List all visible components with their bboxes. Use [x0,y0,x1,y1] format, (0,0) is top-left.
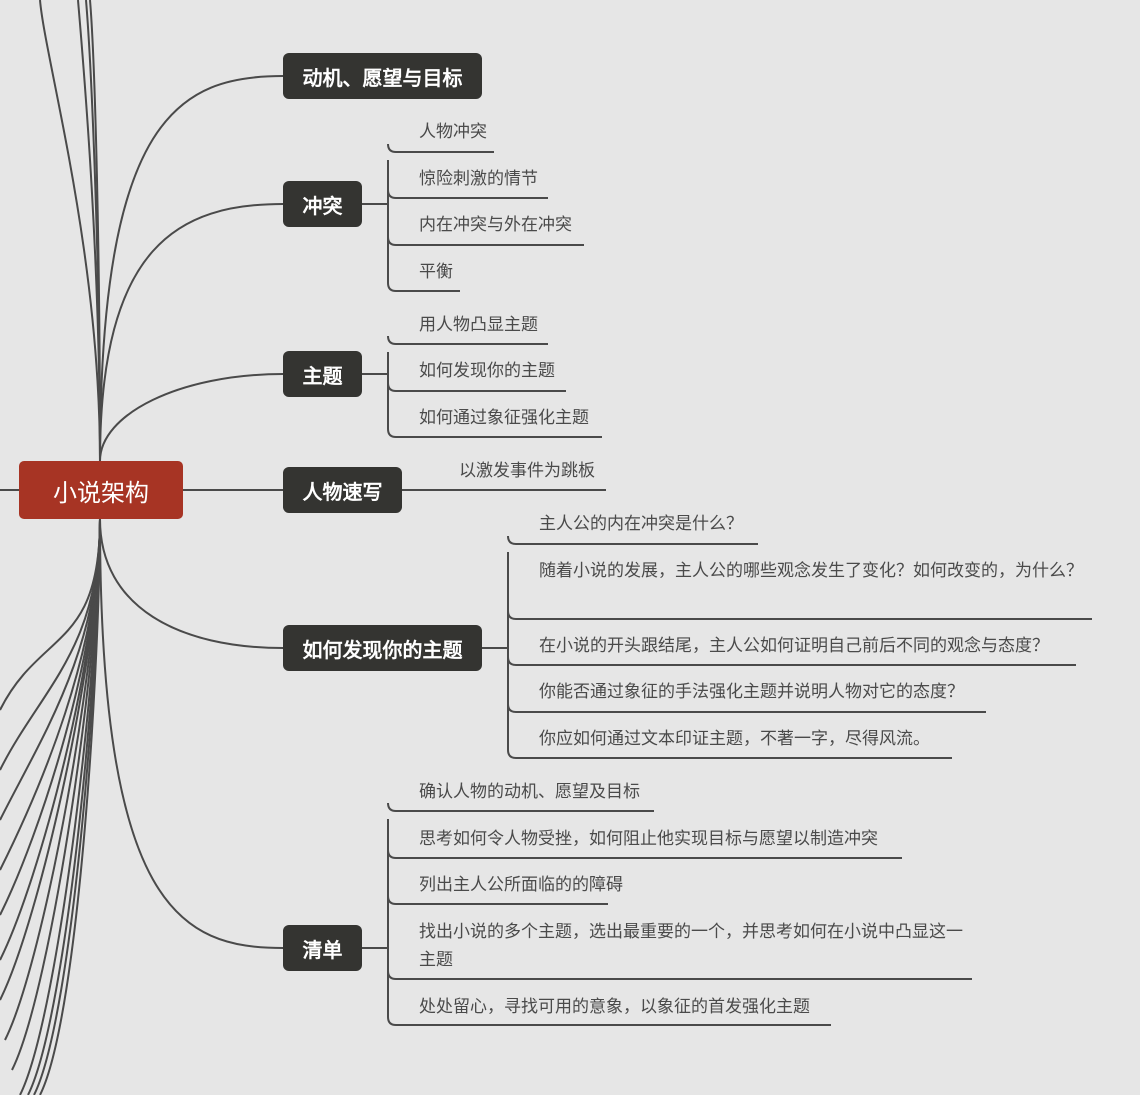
leaf-sketch-1[interactable]: 以激发事件为跳板 [459,461,595,481]
theme-leaf-0 [387,335,548,345]
checklist-leaf-3 [387,970,972,980]
conflict-leaf-2 [387,236,584,246]
theme-leaf-2 [387,428,602,438]
leaf-check-4[interactable]: 找出小说的多个主题，选出最重要的一个，并思考如何在小说中凸显这一主题 [419,922,963,970]
leaf-check-1[interactable]: 确认人物的动机、愿望及目标 [419,782,640,802]
sibling-upper-3 [89,0,101,462]
root-node[interactable]: 小说架构 [19,461,183,519]
branch-motivation[interactable]: 动机、愿望与目标 [283,53,482,99]
findtheme-leaf-3 [507,703,986,713]
sibling-lower-12 [39,518,101,1095]
branch-checklist[interactable]: 清单 [283,925,362,971]
leaf-theme-1[interactable]: 用人物凸显主题 [419,315,538,335]
root-to-branch-4 [99,518,284,649]
branch-theme[interactable]: 主题 [283,351,362,397]
leaf-conflict-1[interactable]: 人物冲突 [419,122,487,142]
branch-find-theme[interactable]: 如何发现你的主题 [283,625,482,671]
checklist-leaf-4 [387,1016,831,1026]
leaf-find-3[interactable]: 在小说的开头跟结尾，主人公如何证明自己前后不同的观念与态度？ [539,636,1049,656]
sibling-upper-0 [39,0,101,462]
leaf-theme-3[interactable]: 如何通过象征强化主题 [419,408,589,428]
findtheme-leaf-0 [507,535,758,545]
root-to-branch-2 [99,373,284,462]
conflict-leaf-3 [387,282,460,292]
findtheme-leaf-4 [507,749,952,759]
findtheme-leaf-1 [507,610,1092,620]
checklist-leaf-1 [387,849,902,859]
leaf-check-2[interactable]: 思考如何令人物受挫，如何阻止他实现目标与愿望以制造冲突 [419,829,878,849]
theme-leaf-1 [387,382,566,392]
conflict-leaf-0 [387,143,494,153]
checklist-leaf-0 [387,802,654,812]
findtheme-leaf-2 [507,656,1076,666]
leaf-conflict-2[interactable]: 惊险刺激的情节 [419,169,538,189]
leaf-conflict-4[interactable]: 平衡 [419,262,453,282]
leaf-find-1[interactable]: 主人公的内在冲突是什么？ [539,514,743,534]
leaf-find-2[interactable]: 随着小说的发展，主人公的哪些观念发生了变化？如何改变的，为什么？ [539,561,1083,581]
leaf-find-4[interactable]: 你能否通过象征的手法强化主题并说明人物对它的态度？ [539,682,964,702]
leaf-conflict-3[interactable]: 内在冲突与外在冲突 [419,215,572,235]
branch-conflict[interactable]: 冲突 [283,181,362,227]
checklist-leaf-2 [387,895,608,905]
sibling-lower-0 [0,518,101,711]
leaf-check-5[interactable]: 处处留心，寻找可用的意象，以象征的首发强化主题 [419,997,810,1017]
root-to-branch-1 [99,203,284,462]
conflict-leaf-1 [387,189,548,199]
branch-character-sketch[interactable]: 人物速写 [283,467,402,513]
leaf-check-3[interactable]: 列出主人公所面临的的障碍 [419,875,623,895]
leaf-theme-2[interactable]: 如何发现你的主题 [419,361,555,381]
leaf-find-5[interactable]: 你应如何通过文本印证主题，不著一字，尽得风流。 [539,729,930,749]
root-to-branch-5 [99,518,284,949]
root-to-branch-0 [99,75,284,462]
